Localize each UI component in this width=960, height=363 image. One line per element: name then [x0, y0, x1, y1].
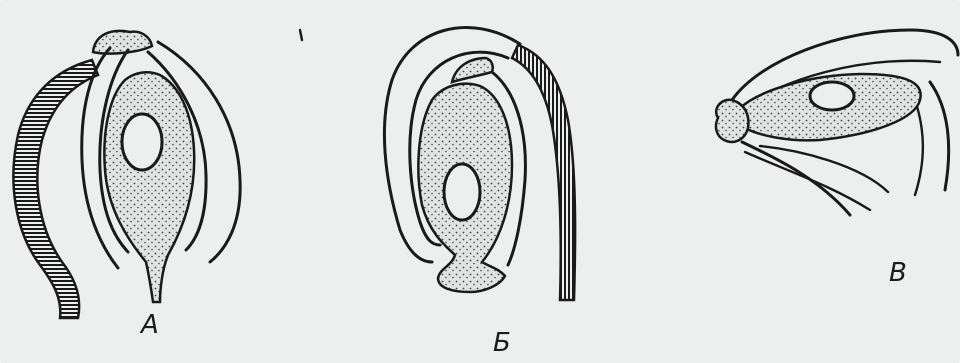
panel-b-embryo-sac — [444, 164, 480, 220]
panel-b-ovule — [384, 28, 575, 300]
panel-c-right-inner — [915, 100, 923, 195]
panel-c-ovule — [716, 30, 958, 215]
panel-a-label: А — [141, 312, 159, 338]
panel-a-embryo-sac — [122, 114, 162, 170]
panel-c-right-contour — [930, 82, 949, 190]
panel-c-micropyle-tissue — [716, 100, 748, 142]
panel-b-label: Б — [493, 330, 511, 356]
panel-b-chalaza — [452, 58, 493, 82]
panel-c-lower-inner-2 — [745, 152, 870, 210]
panel-c-lower-contour — [742, 142, 850, 215]
panel-c-label: В — [889, 260, 907, 286]
panel-a-ovule — [13, 31, 240, 318]
stray-mark — [300, 30, 302, 40]
panel-a-nucellus-cap — [93, 31, 152, 54]
panel-c-embryo-sac — [810, 82, 854, 110]
panel-b-funicle — [512, 45, 575, 300]
